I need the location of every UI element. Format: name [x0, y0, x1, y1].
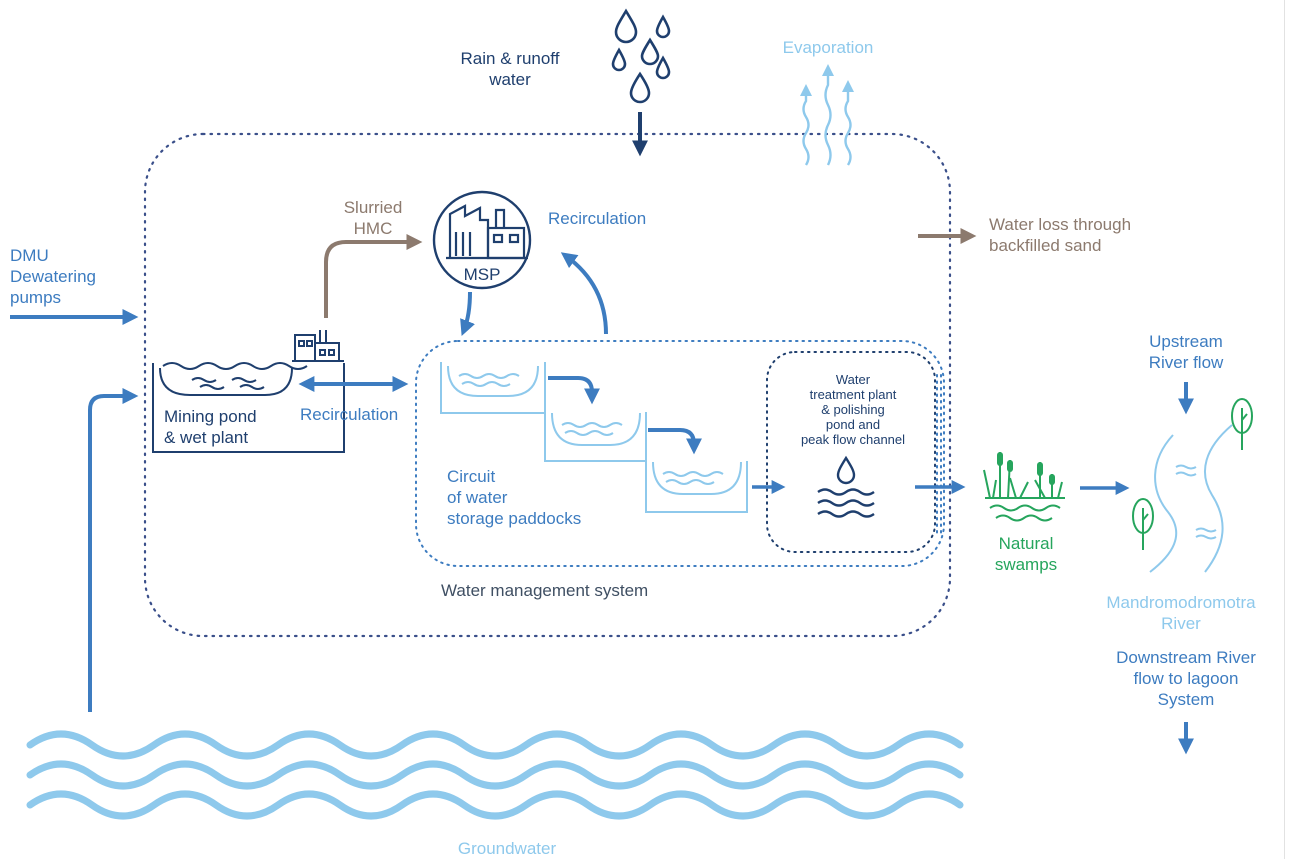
river-name-label: Mandromodromotra River — [1106, 593, 1256, 633]
natural-swamps-label: Natural swamps — [994, 534, 1058, 574]
groundwater-label: Groundwater — [457, 839, 557, 858]
downstream-label: Downstream River flow to lagoon System — [1116, 648, 1256, 709]
msp-to-paddocks-arrow — [460, 291, 475, 336]
treatment-plant-label: Water treatment plant & polishing pond a… — [800, 372, 906, 447]
storage-paddocks-icon — [440, 362, 748, 513]
circuit-paddocks-label: Circuit of water storage paddocks — [447, 467, 582, 528]
mining-pond-icon — [152, 330, 345, 453]
rain-label: Rain & runoff water — [460, 49, 560, 89]
recirculation-mid-label: Recirculation — [300, 405, 399, 424]
mining-pond-label: Mining pond & wet plant — [164, 407, 257, 447]
msp-factory-icon — [432, 190, 532, 290]
dmu-label: DMU Dewatering pumps — [10, 246, 96, 307]
water-management-boundary — [143, 132, 952, 638]
river-icon — [1149, 424, 1233, 573]
treatment-boundary — [766, 351, 936, 553]
recirculation-top-label: Recirculation — [548, 209, 647, 228]
paddock-arrow-1 — [548, 376, 600, 405]
water-loss-label: Water loss through backfilled sand — [989, 215, 1132, 255]
tree-icon — [1132, 398, 1253, 550]
recirculation-curve-arrow — [560, 252, 608, 335]
slurried-hmc-label: Slurried HMC — [343, 198, 403, 238]
evaporation-arrows — [800, 64, 854, 166]
msp-label: MSP — [463, 265, 501, 284]
right-edge-line — [1284, 0, 1285, 859]
water-management-system-label: Water management system — [441, 581, 649, 600]
rain-drops-icon — [611, 8, 671, 104]
evaporation-label: Evaporation — [782, 38, 874, 57]
groundwater-waves — [26, 730, 964, 820]
upstream-label: Upstream River flow — [1148, 332, 1224, 372]
slurried-hmc-arrow — [324, 234, 423, 318]
water-treatment-icon — [817, 455, 875, 518]
paddock-arrow-2 — [648, 428, 702, 455]
groundwater-arrow — [88, 388, 139, 712]
paddocks-boundary — [415, 340, 945, 567]
natural-swamps-icon — [983, 452, 1065, 522]
